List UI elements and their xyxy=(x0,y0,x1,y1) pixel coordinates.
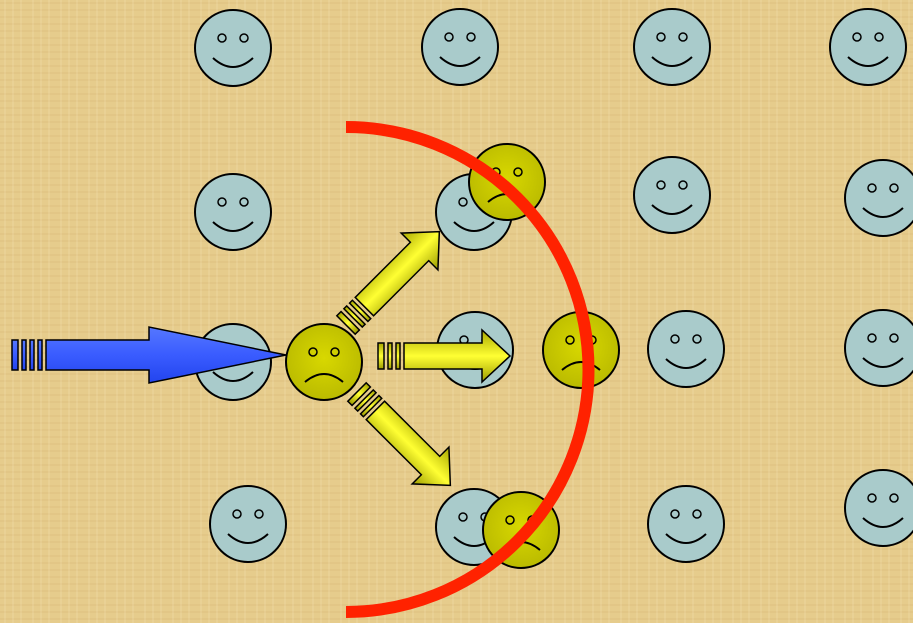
calm-face xyxy=(648,486,724,562)
calm-face xyxy=(195,174,271,250)
calm-face xyxy=(845,160,913,236)
calm-face xyxy=(845,470,913,546)
incoming-arrow-stripe xyxy=(12,340,18,370)
calm-face xyxy=(210,486,286,562)
incoming-arrow-stripe xyxy=(38,340,42,370)
upset-face-center xyxy=(286,324,362,400)
calm-face xyxy=(845,310,913,386)
incoming-arrow-stripe xyxy=(30,340,34,370)
calm-face xyxy=(195,10,271,86)
calm-face xyxy=(648,311,724,387)
calm-face xyxy=(422,9,498,85)
calm-face xyxy=(830,9,906,85)
calm-face xyxy=(634,9,710,85)
calm-face xyxy=(634,157,710,233)
incoming-arrow-stripe xyxy=(22,340,26,370)
